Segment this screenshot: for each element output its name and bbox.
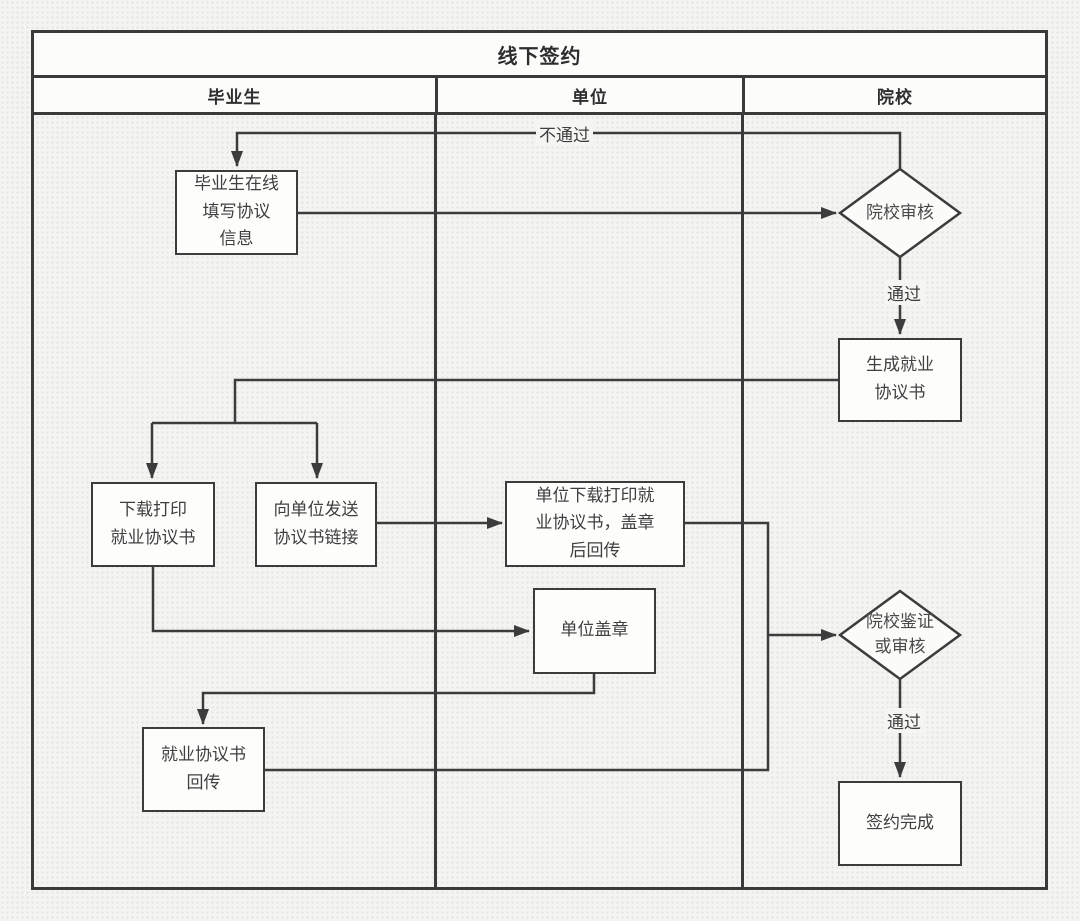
edge-label-reject: 不通过 [536, 121, 593, 146]
decision-diamond-college-verify [837, 589, 963, 681]
lane-header-graduate: 毕业生 [207, 87, 262, 108]
node-agreement-return: 就业协议书 回传 [142, 727, 265, 812]
edge-download-to-stamp [151, 567, 530, 637]
node-download-print: 下载打印 就业协议书 [91, 482, 215, 567]
lane-divider-1 [434, 115, 437, 887]
node-generate-agreement: 生成就业 协议书 [838, 338, 962, 422]
node-sign-complete: 签约完成 [838, 781, 962, 866]
edge-label-pass-review: 通过 [884, 280, 924, 305]
node-fill-info: 毕业生在线 填写协议 信息 [175, 170, 298, 255]
edge-return-to-junction [265, 635, 770, 772]
diagram-title-row: 线下签约 [34, 33, 1045, 78]
node-employer-download: 单位下载打印就 业协议书，盖章 后回传 [505, 481, 685, 567]
lane-divider-2 [741, 115, 744, 887]
diagram-title: 线下签约 [497, 43, 582, 68]
lane-header-divider-1 [435, 78, 438, 112]
lane-header-employer: 单位 [572, 87, 608, 108]
edge-generate-to-split [233, 378, 838, 423]
node-employer-stamp: 单位盖章 [533, 588, 656, 674]
node-send-link: 向单位发送 协议书链接 [255, 482, 377, 567]
lane-header-college: 院校 [877, 87, 913, 108]
edge-label-pass-verify: 通过 [884, 708, 924, 733]
swimlane-frame: 线下签约 毕业生 单位 院校 [31, 30, 1048, 890]
edge-employerdownload-to-junction [685, 521, 770, 635]
edge-stamp-to-return [197, 674, 596, 725]
lane-header-row: 毕业生 单位 院校 [34, 78, 1045, 115]
decision-diamond-college-review [837, 167, 963, 259]
lane-header-divider-2 [742, 78, 745, 112]
